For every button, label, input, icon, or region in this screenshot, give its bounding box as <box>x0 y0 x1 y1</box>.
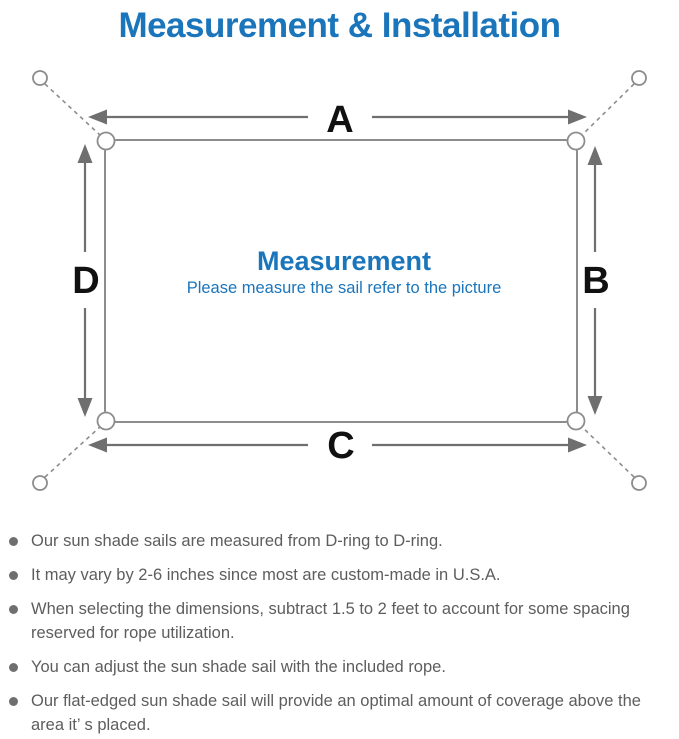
label-b: B <box>582 260 609 302</box>
label-a: A <box>326 99 353 141</box>
note-text: When selecting the dimensions, subtract … <box>31 600 630 642</box>
note-text: Our flat-edged sun shade sail will provi… <box>31 692 641 734</box>
note-item: It may vary by 2-6 inches since most are… <box>9 563 669 587</box>
arrow-a-left-head-icon <box>88 109 107 125</box>
note-item: Our flat-edged sun shade sail will provi… <box>9 689 669 737</box>
note-text: It may vary by 2-6 inches since most are… <box>31 566 501 584</box>
diagram-heading: Measurement <box>257 246 431 276</box>
page-title: Measurement & Installation <box>118 6 561 45</box>
note-text: Our sun shade sails are measured from D-… <box>31 532 443 550</box>
anchor-line-top-left <box>44 83 102 137</box>
d-ring-top-right-icon <box>566 131 586 151</box>
arrow-c-right-head-icon <box>568 437 587 453</box>
bullet-icon <box>9 571 18 580</box>
arrow-a-right-head-icon <box>568 109 587 125</box>
note-item: When selecting the dimensions, subtract … <box>9 597 669 645</box>
notes-list: Our sun shade sails are measured from D-… <box>0 529 679 739</box>
bullet-icon <box>9 697 18 706</box>
d-ring-bottom-right-icon <box>566 411 586 431</box>
anchor-point-top-right-icon <box>631 70 647 86</box>
arrow-c-left-head-icon <box>88 437 107 453</box>
anchor-point-bottom-left-icon <box>32 475 48 491</box>
sail-outline <box>104 139 578 423</box>
arrow-b-bottom-head-icon <box>587 396 603 415</box>
note-text: You can adjust the sun shade sail with t… <box>31 658 446 676</box>
bullet-icon <box>9 605 18 614</box>
arrow-d-top-head-icon <box>77 144 93 163</box>
anchor-point-bottom-right-icon <box>631 475 647 491</box>
bullet-icon <box>9 663 18 672</box>
anchor-line-bottom-right <box>580 425 635 478</box>
anchor-line-top-right <box>580 83 635 137</box>
label-d: D <box>72 260 99 302</box>
note-item: You can adjust the sun shade sail with t… <box>9 655 669 679</box>
d-ring-top-left-icon <box>96 131 116 151</box>
bullet-icon <box>9 537 18 546</box>
arrow-b-top-head-icon <box>587 146 603 165</box>
note-item: Our sun shade sails are measured from D-… <box>9 529 669 553</box>
label-c: C <box>327 425 354 467</box>
anchor-line-bottom-left <box>44 425 102 478</box>
arrow-d-bottom-head-icon <box>77 398 93 417</box>
diagram-subtitle: Please measure the sail refer to the pic… <box>187 279 502 297</box>
anchor-point-top-left-icon <box>32 70 48 86</box>
d-ring-bottom-left-icon <box>96 411 116 431</box>
